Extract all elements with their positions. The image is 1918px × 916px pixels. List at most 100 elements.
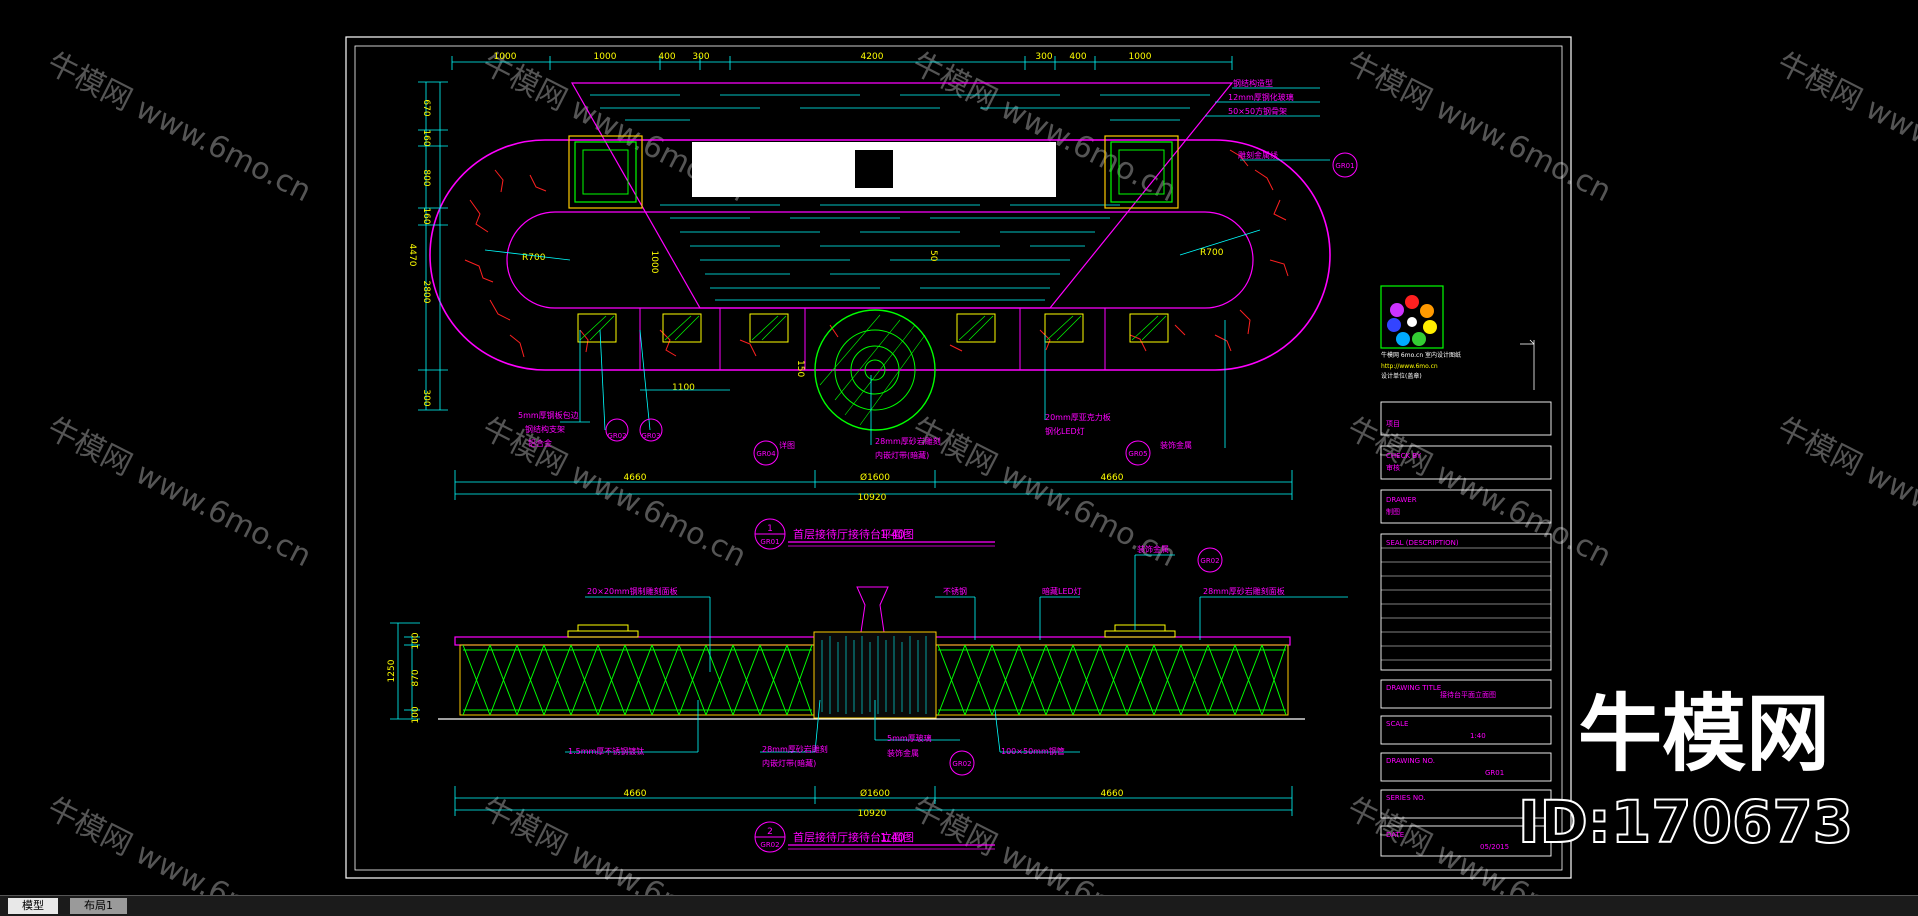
radius-label: R700 [522, 253, 546, 263]
elev-top-risers [567, 624, 1176, 638]
radius-label: R700 [1200, 248, 1224, 258]
circle-tag: GR01 [1335, 162, 1354, 170]
svg-text:GR02: GR02 [1200, 557, 1219, 565]
dim-label: 870 [411, 669, 421, 686]
dim-label: 4200 [861, 52, 884, 62]
elev-leader-lines [565, 554, 1348, 753]
dim-label: 4660 [624, 789, 647, 799]
dim-label: 1000 [594, 52, 617, 62]
elev-bottom-dims: 4660 Ø1600 4660 10920 [624, 788, 1124, 819]
brand-logo-text: 牛模网 [1578, 685, 1831, 783]
elev-left-dims: 1250 100 870 100 [387, 632, 421, 723]
elev-title-text: 首层接待厅接待台立面图 [793, 830, 914, 844]
sheet-inner-border [354, 45, 1563, 871]
field-label: SERIES NO. [1386, 794, 1426, 802]
company-text: 牛模网 6mo.cn 室内设计图纸 http://www.6mo.cn 设计单位… [1381, 351, 1461, 380]
dim-label: 300 [1035, 52, 1052, 62]
counter-segments [639, 308, 1106, 370]
field-label: SCALE [1386, 720, 1408, 728]
note-label: 5mm厚钢板包边 [518, 410, 579, 420]
title-block: 牛模网 6mo.cn 室内设计图纸 http://www.6mo.cn 设计单位… [1380, 285, 1552, 857]
svg-text:2: 2 [767, 827, 773, 837]
dim-label: 100 [411, 632, 421, 649]
note-label: 20mm厚亚克力板 [1045, 412, 1111, 422]
plan-left-dims: 670 160 800 160 4470 1000 2800 300 [407, 99, 659, 406]
counter-inner-outline [506, 211, 1254, 309]
svg-text:http://www.6mo.cn: http://www.6mo.cn [1381, 363, 1438, 370]
elev-bottom-dim-lines [454, 786, 1293, 816]
dim-label: 300 [692, 52, 709, 62]
callout-label: 钢结构造型 [1233, 78, 1273, 88]
field-value: 1:40 [1470, 732, 1486, 740]
dim-label: 2800 [421, 281, 431, 304]
elev-title-scale: 1:40 [880, 831, 905, 844]
layout-tab-bar: 模型 布局1 [0, 895, 1918, 916]
plan-title-text: 首层接待厅接待台平面图 [793, 527, 914, 541]
dim-label: 1000 [494, 52, 517, 62]
dim-label: 4660 [624, 473, 647, 483]
seal-grid [1381, 547, 1551, 661]
note-label: 不锈钢 [943, 586, 967, 596]
plan-panel-hatch [590, 94, 1210, 301]
dim-label: 800 [421, 169, 431, 186]
note-label: 内嵌灯带(暗藏) [762, 758, 816, 768]
elev-lattice [462, 644, 1287, 716]
plan-top-dim-line [451, 56, 1233, 70]
field-value: 审核 [1386, 463, 1400, 472]
dim-label: 4470 [407, 244, 417, 267]
note-label: 详图 [779, 440, 795, 450]
field-label: CHECK BY [1386, 452, 1422, 460]
note-label: 钢结构支架 [525, 424, 565, 434]
field-label: 项目 [1386, 420, 1400, 428]
note-label: 装饰金属 [1137, 544, 1169, 554]
plan-right-callouts: 钢结构造型 12mm厚钢化玻璃 50×50方钢骨架 雕刻金属线 [1228, 78, 1294, 160]
svg-text:1: 1 [767, 524, 773, 534]
dim-label: 150 [795, 360, 805, 377]
plan-corner-planter-right [1104, 135, 1179, 209]
callout-label: 雕刻金属线 [1238, 150, 1278, 160]
note-label: 装饰金属 [887, 748, 919, 758]
callout-label: 12mm厚钢化玻璃 [1228, 92, 1294, 102]
dim-label: 10920 [858, 493, 887, 503]
circle-tag: GR03 [641, 432, 660, 440]
plan-notes: 5mm厚钢板包边 钢结构支架 铝合金 28mm厚砂岩雕刻 内嵌灯带(暗藏) 20… [518, 410, 1192, 460]
note-label: 1.5mm厚不锈钢镀钛 [568, 746, 644, 756]
marble-veins [464, 149, 1289, 358]
note-label: 内嵌灯带(暗藏) [875, 450, 929, 460]
plan-inset-panels [577, 313, 1169, 343]
elevation-view: 1250 100 870 100 20×20mm钢制雕刻面板 不锈钢 暗藏LED… [387, 544, 1348, 853]
plan-bottom-dims: 4660 Ø1600 4660 10920 [624, 472, 1124, 503]
circle-tag: GR04 [756, 450, 776, 458]
svg-text:设计单位(盖章): 设计单位(盖章) [1381, 372, 1422, 380]
plan-title: 1 GR01 首层接待厅接待台平面图 1:40 [754, 518, 995, 550]
note-label: 5mm厚玻璃 [887, 733, 932, 743]
field-label: DATE [1386, 831, 1404, 839]
dim-label: 1000 [649, 251, 659, 274]
plan-misc-dims: R700 R700 1100 150 50 [522, 248, 1224, 393]
north-arrow-icon [1520, 339, 1535, 390]
field-value: 接待台平面立面图 [1440, 690, 1496, 699]
dim-label: 1000 [1129, 52, 1152, 62]
dim-label: 1250 [387, 659, 397, 682]
brand-id-text: ID:170673 [1517, 788, 1854, 856]
dim-label: 400 [658, 52, 675, 62]
dim-label: 400 [1069, 52, 1086, 62]
dim-label: 4660 [1101, 473, 1124, 483]
elev-bottom-notes: 1.5mm厚不锈钢镀钛 28mm厚砂岩雕刻 内嵌灯带(暗藏) 5mm厚玻璃 装饰… [568, 733, 1065, 768]
tab-model[interactable]: 模型 [8, 898, 58, 914]
tab-layout1[interactable]: 布局1 [70, 898, 127, 914]
plan-left-dim-lines [418, 81, 448, 411]
field-value: 制图 [1386, 507, 1400, 516]
field-value: GR01 [1485, 769, 1504, 777]
plan-circle-tags [605, 152, 1358, 466]
plan-view: 1000 1000 400 300 4200 300 400 1000 670 … [407, 52, 1358, 550]
field-value: 05/2015 [1480, 843, 1509, 851]
svg-text:GR02: GR02 [952, 760, 971, 768]
dim-label: 100 [411, 706, 421, 723]
plan-circle-tag-labels: GR01 GR02 GR03 GR04 GR05 [607, 162, 1354, 458]
elev-left-dim-lines [390, 622, 420, 720]
sheet-outer-border [345, 36, 1572, 879]
dim-label: 670 [421, 99, 431, 116]
elev-title: 2 GR02 首层接待厅接待台立面图 1:40 [754, 821, 995, 853]
note-label: 28mm厚砂岩雕刻 [762, 744, 828, 754]
